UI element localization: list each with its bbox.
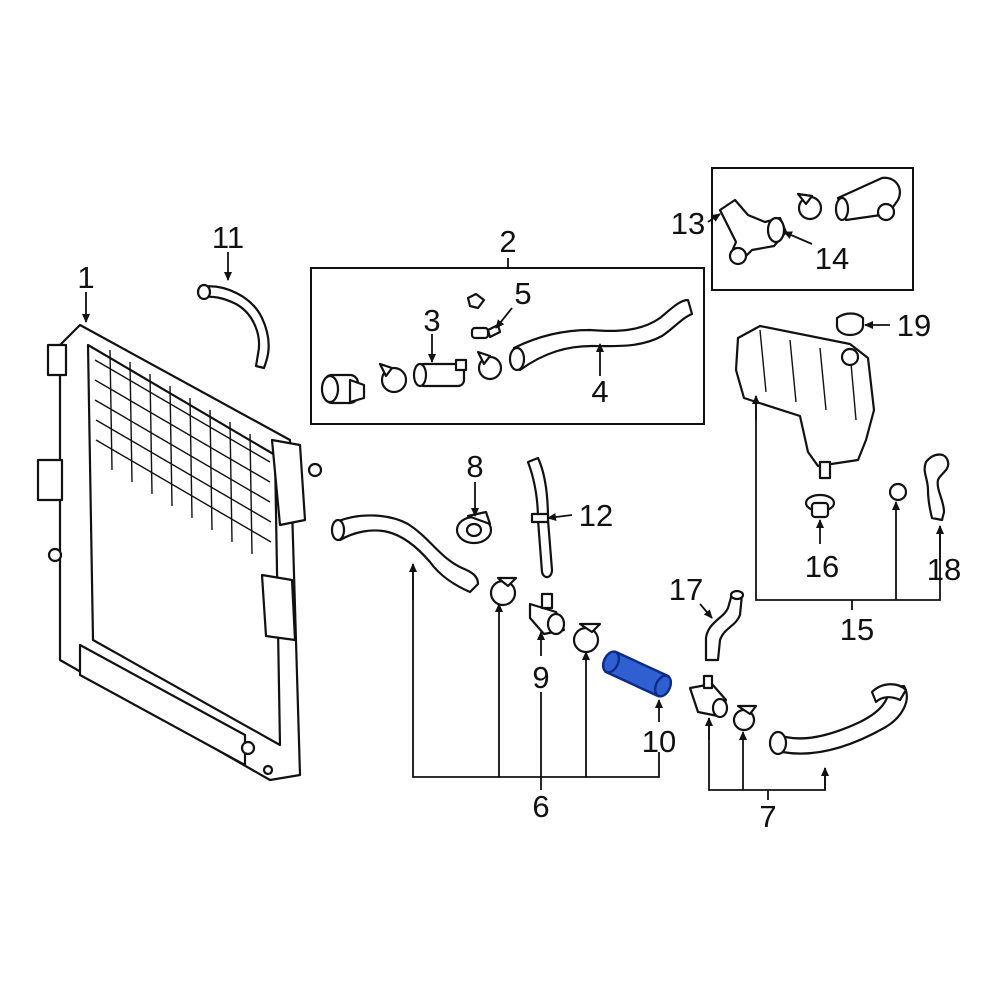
label-17: 17 xyxy=(669,572,703,607)
label-8: 8 xyxy=(466,449,483,484)
label-13: 13 xyxy=(671,206,705,241)
label-7: 7 xyxy=(759,799,776,834)
kit-box-13 xyxy=(711,167,914,291)
label-9: 9 xyxy=(532,660,549,695)
kit-box-2 xyxy=(310,267,705,425)
label-4: 4 xyxy=(591,374,608,409)
hose-18 xyxy=(923,453,950,522)
radiator xyxy=(36,323,323,782)
label-16: 16 xyxy=(805,549,839,584)
label-14: 14 xyxy=(815,241,849,276)
kit-2-parts xyxy=(320,292,694,405)
hose-7-assembly xyxy=(688,674,908,756)
coolant-reservoir xyxy=(734,324,876,480)
label-1: 1 xyxy=(77,260,94,295)
kit-13-parts xyxy=(718,176,901,266)
leader-lines xyxy=(82,213,944,800)
clamp-15 xyxy=(888,482,908,502)
reservoir-cap xyxy=(835,312,865,337)
label-19: 19 xyxy=(897,308,931,343)
label-11: 11 xyxy=(212,220,244,255)
label-5: 5 xyxy=(514,276,531,311)
label-18: 18 xyxy=(927,552,961,587)
grommet-16 xyxy=(804,493,836,519)
label-12: 12 xyxy=(579,498,613,533)
highlighted-hose-10 xyxy=(601,650,673,698)
hose-11 xyxy=(198,285,270,370)
label-3: 3 xyxy=(423,303,440,338)
label-10: 10 xyxy=(642,724,676,759)
callout-labels: 1 2 3 4 5 6 7 8 9 10 11 12 13 14 15 16 1… xyxy=(77,206,961,834)
label-6: 6 xyxy=(532,789,549,824)
label-2: 2 xyxy=(499,224,516,259)
hose-6-assembly xyxy=(330,456,602,654)
hose-17 xyxy=(704,592,744,662)
label-15: 15 xyxy=(840,612,874,647)
